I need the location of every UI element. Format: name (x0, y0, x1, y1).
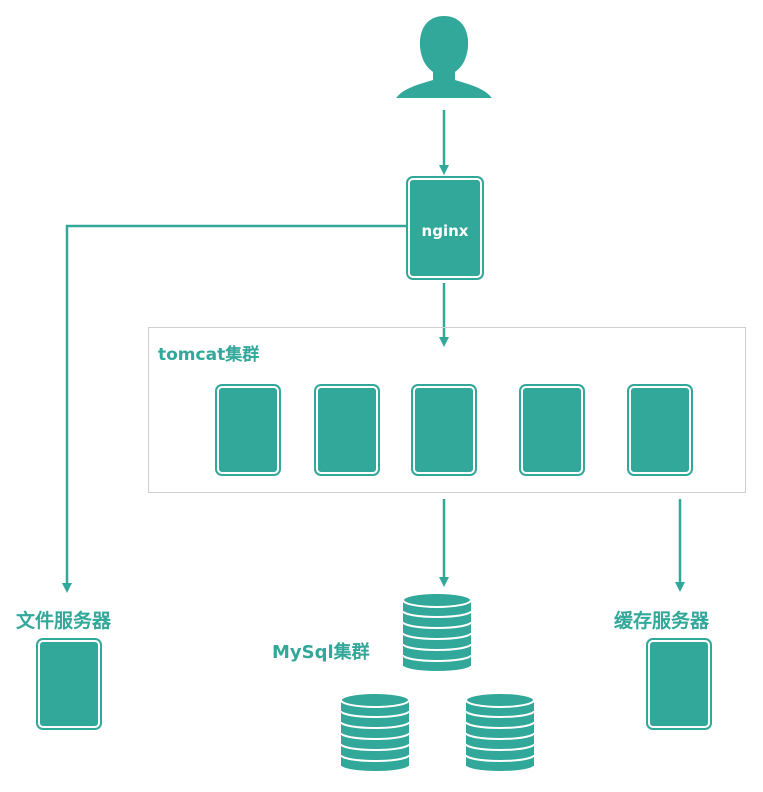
database-icon (340, 692, 410, 773)
arrow-nginx-to-file-server (62, 224, 406, 593)
cache-server (646, 638, 712, 730)
tomcat-server (519, 384, 585, 476)
nginx-server: nginx (406, 176, 484, 280)
tomcat-server (215, 384, 281, 476)
tomcat-cluster-label: tomcat集群 (158, 345, 260, 365)
database-icon (402, 592, 472, 673)
tomcat-server (411, 384, 477, 476)
tomcat-cluster (148, 327, 746, 493)
database-icon (465, 692, 535, 773)
nginx-label: nginx (421, 222, 469, 240)
mysql-cluster-label: MySql集群 (272, 642, 370, 663)
user-icon (396, 16, 492, 98)
file-server-label: 文件服务器 (16, 610, 112, 632)
tomcat-server (314, 384, 380, 476)
file-server (36, 638, 102, 730)
cache-server-label: 缓存服务器 (614, 610, 710, 632)
mysql-databases (340, 592, 535, 773)
tomcat-server (627, 384, 693, 476)
